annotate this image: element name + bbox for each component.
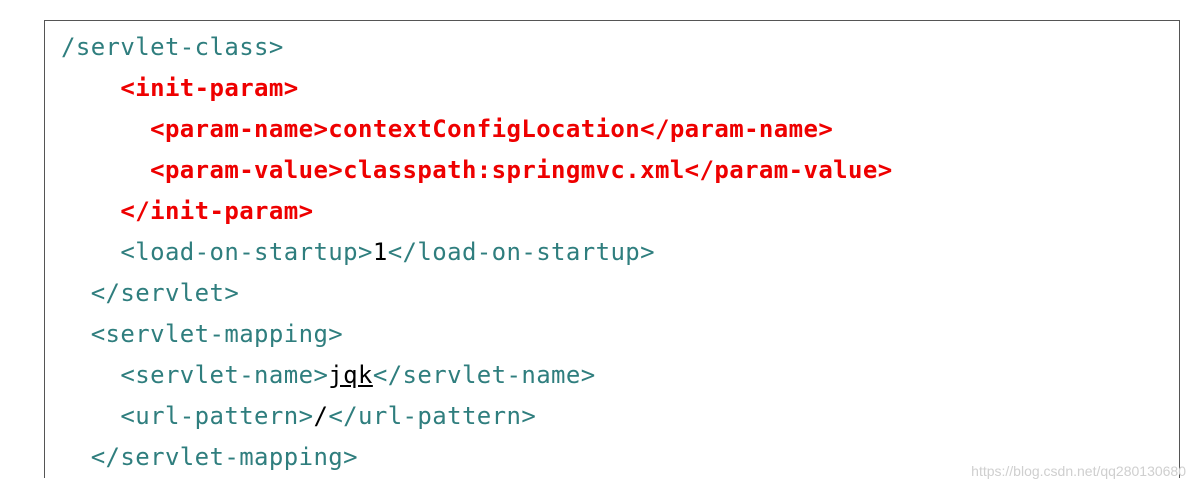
xml-text-token: jqk [328,361,373,389]
highlighted-code-token: <param-name>contextConfigLocation</param… [150,115,834,143]
watermark-text: https://blog.csdn.net/qq280130680 [971,463,1186,479]
xml-tag-token: /servlet-class> [61,33,284,61]
code-line: </servlet> [61,273,893,314]
code-indent [61,74,120,102]
code-line: <servlet-mapping> [61,314,893,355]
code-indent [61,402,120,430]
code-block-frame: /servlet-class> <init-param> <param-name… [44,20,1180,478]
highlighted-code-token: <init-param> [120,74,299,102]
code-indent [61,115,150,143]
code-line: </init-param> [61,191,893,232]
code-line: <load-on-startup>1</load-on-startup> [61,232,893,273]
code-line: </servlet-mapping> [61,437,893,478]
code-line: <servlet-name>jqk</servlet-name> [61,355,893,396]
code-line: <param-value>classpath:springmvc.xml</pa… [61,150,893,191]
code-line: <param-name>contextConfigLocation</param… [61,109,893,150]
xml-tag-token: </servlet> [90,279,240,307]
code-indent [61,238,120,266]
code-line: /servlet-class> [61,27,893,68]
xml-tag-token: </url-pattern> [328,402,537,430]
xml-tag-token: <load-on-startup> [120,238,373,266]
xml-code-block: /servlet-class> <init-param> <param-name… [61,27,893,478]
code-indent [61,279,91,307]
xml-tag-token: </servlet-mapping> [90,443,358,471]
code-indent [61,320,91,348]
code-indent [61,443,91,471]
code-line: <init-param> [61,68,893,109]
code-indent [61,156,150,184]
code-indent [61,361,120,389]
xml-tag-token: <servlet-mapping> [90,320,344,348]
highlighted-code-token: <param-value>classpath:springmvc.xml</pa… [150,156,893,184]
xml-text-token: 1 [372,238,388,266]
xml-tag-token: <servlet-name> [120,361,329,389]
xml-text-token: / [313,402,329,430]
code-line: <url-pattern>/</url-pattern> [61,396,893,437]
xml-tag-token: </load-on-startup> [387,238,655,266]
code-indent [61,197,120,225]
xml-tag-token: <url-pattern> [120,402,314,430]
xml-tag-token: </servlet-name> [372,361,596,389]
highlighted-code-token: </init-param> [120,197,314,225]
